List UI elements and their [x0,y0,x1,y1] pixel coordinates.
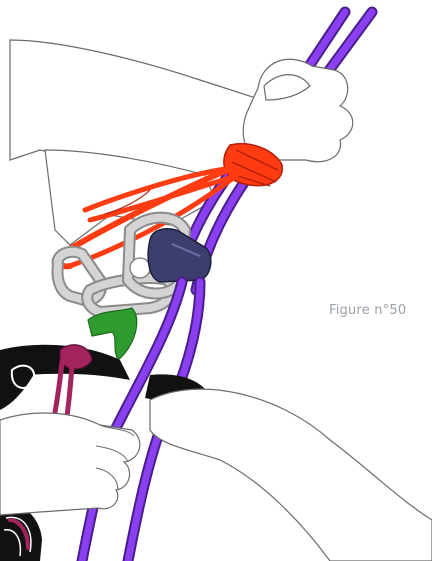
lower-forearm [0,413,140,515]
figure-caption: Figure n°50 [329,303,406,318]
thigh [150,389,432,561]
belay-device [148,229,211,282]
